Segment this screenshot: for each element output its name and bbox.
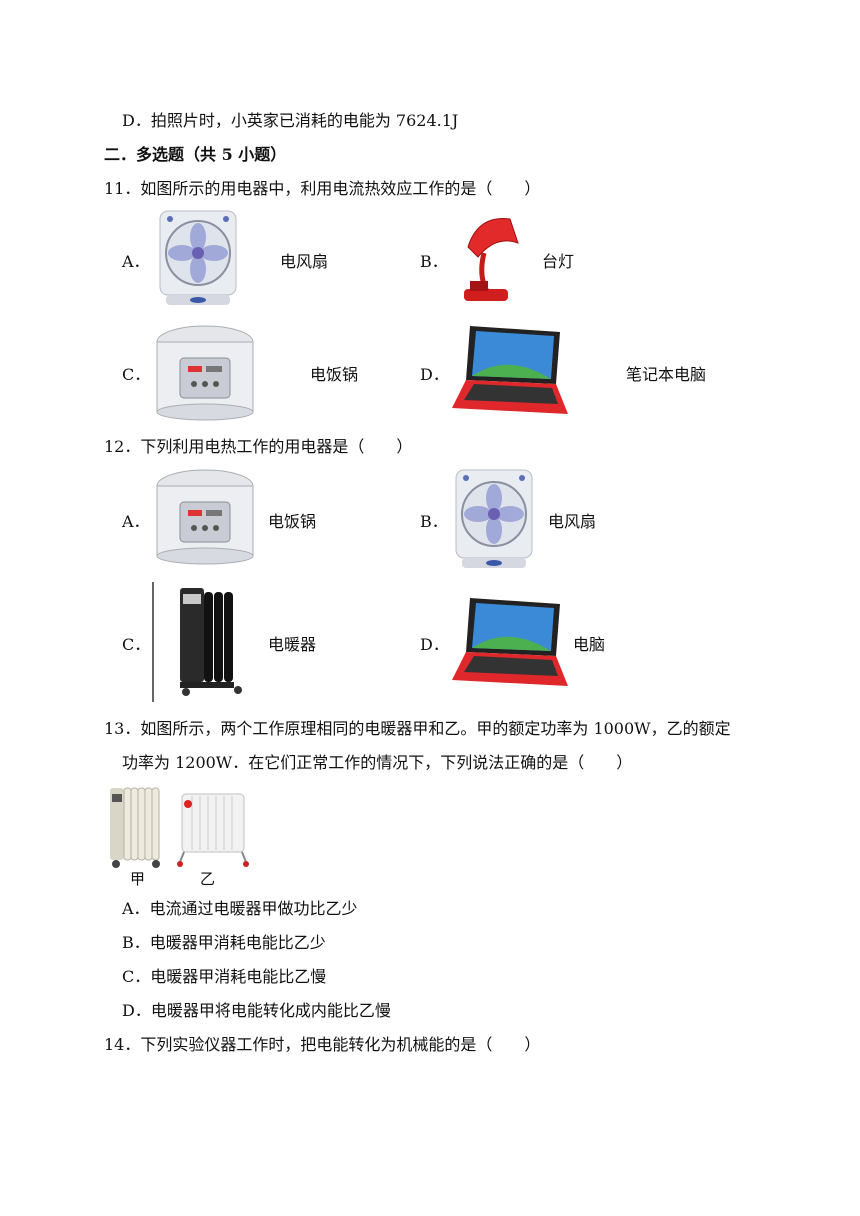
desk-lamp-icon bbox=[448, 207, 528, 309]
q14-stem: 14．下列实验仪器工作时，把电能转化为机械能的是（ ） bbox=[104, 1035, 541, 1054]
q11-option-b-caption: 台灯 bbox=[542, 252, 575, 271]
q11-option-c-caption: 电饭锅 bbox=[310, 365, 359, 384]
oil-heater-icon bbox=[152, 582, 260, 704]
q13-option-b: B．电暖器甲消耗电能比乙少 bbox=[122, 933, 326, 952]
section-title: 二．多选题（共 5 小题） bbox=[104, 145, 287, 164]
q11-option-d-caption: 笔记本电脑 bbox=[626, 365, 707, 384]
q12-option-d-caption: 电脑 bbox=[573, 635, 606, 654]
q13-option-a: A．电流通过电暖器甲做功比乙少 bbox=[122, 899, 358, 918]
box-fan-icon bbox=[152, 207, 244, 309]
figure-label-jia: 甲 bbox=[130, 870, 146, 888]
q12-option-c-letter: C． bbox=[122, 635, 151, 654]
q11-option-b-letter: B． bbox=[420, 252, 448, 271]
two-heaters-figure bbox=[104, 782, 254, 886]
figure-label-yi: 乙 bbox=[200, 870, 216, 888]
q12-option-a-letter: A． bbox=[122, 512, 150, 531]
rice-cooker-icon bbox=[152, 322, 258, 424]
q12-option-c-caption: 电暖器 bbox=[268, 635, 317, 654]
q13-stem-line2: 功率为 1200W．在它们正常工作的情况下，下列说法正确的是（ ） bbox=[122, 753, 633, 772]
option-d-text: D．拍照片时，小英家已消耗的电能为 7624.1J bbox=[122, 111, 459, 130]
q12-option-b-caption: 电风扇 bbox=[548, 512, 597, 531]
heater-yi-icon bbox=[177, 793, 249, 867]
q13-option-d: D．电暖器甲将电能转化成内能比乙慢 bbox=[122, 1001, 391, 1020]
laptop-icon bbox=[448, 594, 572, 694]
heater-jia-icon bbox=[110, 787, 160, 868]
rice-cooker-icon bbox=[152, 466, 258, 568]
q12-option-a-caption: 电饭锅 bbox=[268, 512, 317, 531]
q11-stem: 11．如图所示的用电器中，利用电流热效应工作的是（ ） bbox=[104, 179, 541, 198]
box-fan-icon bbox=[448, 466, 540, 572]
q11-option-c-letter: C． bbox=[122, 365, 151, 384]
q12-option-d-letter: D． bbox=[420, 635, 449, 654]
laptop-icon bbox=[448, 322, 572, 422]
q12-stem: 12．下列利用电热工作的用电器是（ ） bbox=[104, 437, 413, 456]
q11-option-d-letter: D． bbox=[420, 365, 449, 384]
q13-option-c: C．电暖器甲消耗电能比乙慢 bbox=[122, 967, 327, 986]
q11-option-a-caption: 电风扇 bbox=[280, 252, 329, 271]
q13-stem-line1: 13．如图所示，两个工作原理相同的电暖器甲和乙。甲的额定功率为 1000W，乙的… bbox=[104, 719, 731, 738]
q11-option-a-letter: A． bbox=[122, 252, 150, 271]
q12-option-b-letter: B． bbox=[420, 512, 448, 531]
